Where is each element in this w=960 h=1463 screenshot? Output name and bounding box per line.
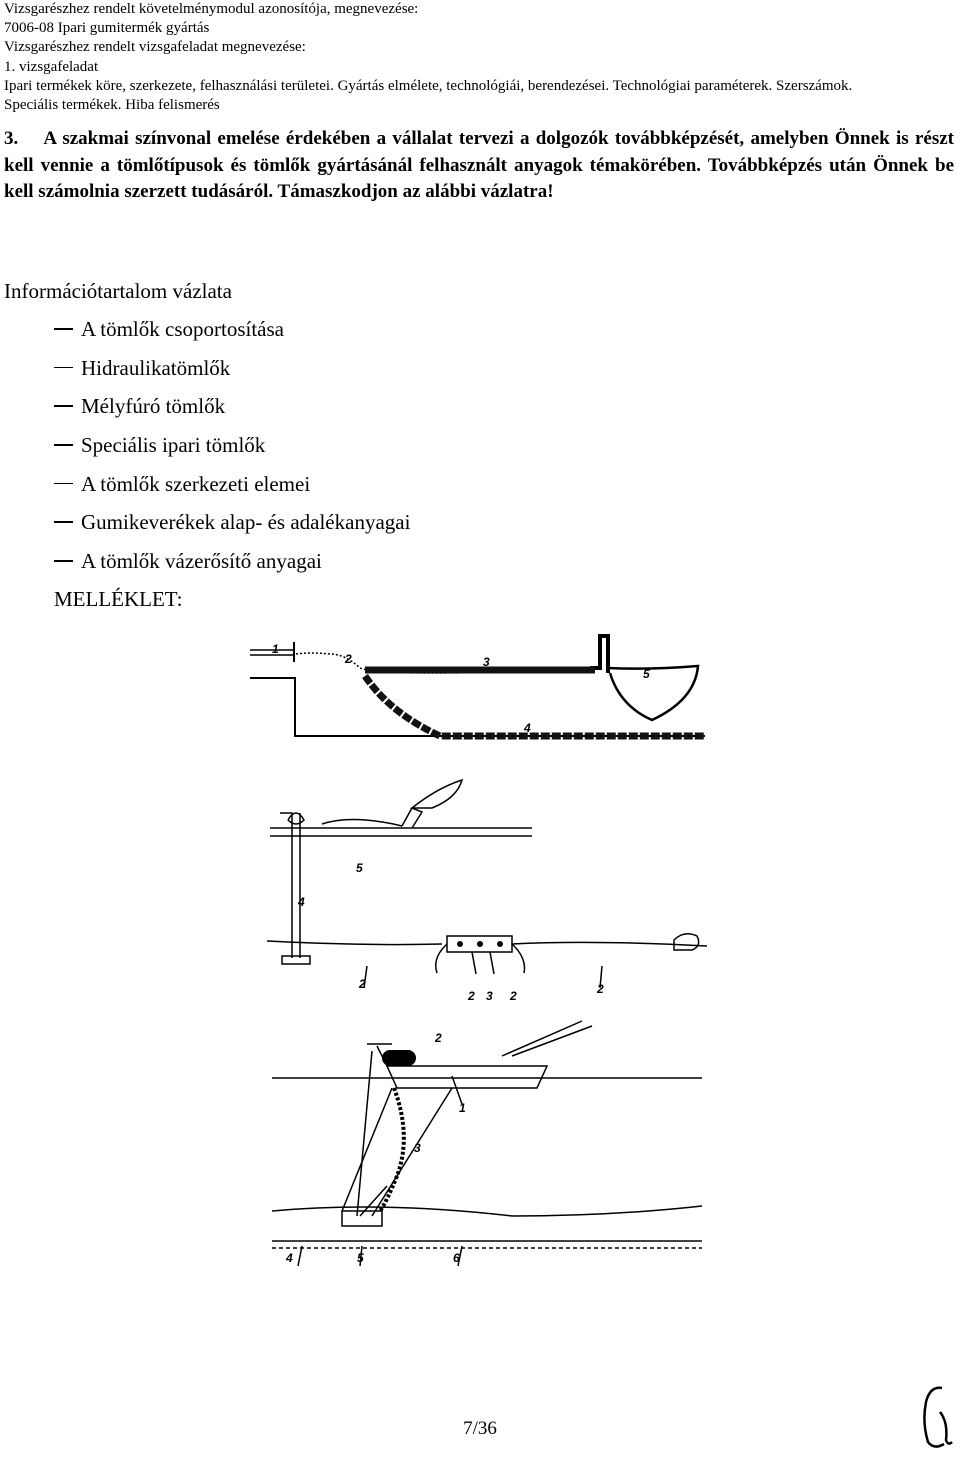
dash-icon	[54, 328, 73, 330]
figure3-label: 1	[459, 1101, 466, 1115]
outline-item: Gumikeverékek alap- és adalékanyagai	[54, 509, 410, 548]
dash-icon	[54, 405, 73, 407]
dash-icon	[54, 444, 73, 446]
figure3-label: 3	[414, 1141, 421, 1155]
document-header: Vizsgarészhez rendelt követelménymodul a…	[4, 0, 852, 115]
figure2-label: 2	[509, 989, 517, 1003]
figure3-label: 5	[357, 1251, 364, 1265]
dash-icon	[54, 521, 73, 523]
dash-icon	[54, 366, 73, 369]
task-description: 3. A szakmai színvonal emelése érdekében…	[4, 128, 954, 202]
figure2-label: 5	[356, 861, 363, 875]
figure2-label: 3	[486, 989, 493, 1003]
signature-icon	[923, 1386, 953, 1448]
header-line-task-number: 1. vizsgafeladat	[4, 58, 99, 75]
header-line-topics: Ipari termékek köre, szerkezete, felhasz…	[4, 77, 853, 94]
header-line-topics-cont: Speciális termékek. Hiba felismerés	[4, 97, 220, 114]
figure3-label: 4	[285, 1251, 293, 1265]
figure3-label: 2	[434, 1031, 442, 1045]
outline-list: A tömlők csoportosítása Hidraulikatömlők…	[54, 316, 410, 587]
figure-drilling-vessel: 2 1 3 4 5 6	[271, 1020, 703, 1267]
page-number: 7/36	[463, 1418, 497, 1439]
outline-item: Speciális ipari tömlők	[54, 432, 410, 471]
outline-item: A tömlők szerkezeti elemei	[54, 471, 410, 510]
outline-item: A tömlők vázerősítő anyagai	[54, 548, 410, 587]
figure1-label: 5	[643, 667, 650, 681]
figure1-label: 3	[483, 655, 490, 669]
header-line-task-label: Vizsgarészhez rendelt vizsgafeladat megn…	[4, 39, 306, 56]
figure2-label: 2	[358, 977, 366, 991]
outline-item: Mélyfúró tömlők	[54, 393, 410, 432]
outline-item: Hidraulikatömlők	[54, 355, 410, 394]
figure2-label: 2	[596, 982, 604, 996]
header-line-module-name: 7006-08 Ipari gumitermék gyártás	[4, 20, 210, 37]
figure1-label: 1	[272, 642, 279, 656]
figure1-label: 4	[523, 721, 531, 735]
outline-item: A tömlők csoportosítása	[54, 316, 410, 355]
header-line-module-label: Vizsgarészhez rendelt követelménymodul a…	[4, 1, 419, 17]
figure2-label: 4	[297, 895, 305, 909]
figure2-label: 2	[467, 989, 475, 1003]
dash-icon	[54, 482, 73, 485]
figure3-label: 6	[453, 1251, 460, 1265]
figure-dredge-pipeline: 1 2 3 4 5	[250, 634, 705, 740]
dash-icon	[54, 560, 73, 562]
appendix-label: MELLÉKLET:	[54, 587, 183, 611]
figure-floating-hose: 5 4 2 2 3 2 2	[266, 778, 708, 1003]
outline-title: Információtartalom vázlata	[4, 279, 232, 303]
figure1-label: 2	[344, 652, 352, 666]
